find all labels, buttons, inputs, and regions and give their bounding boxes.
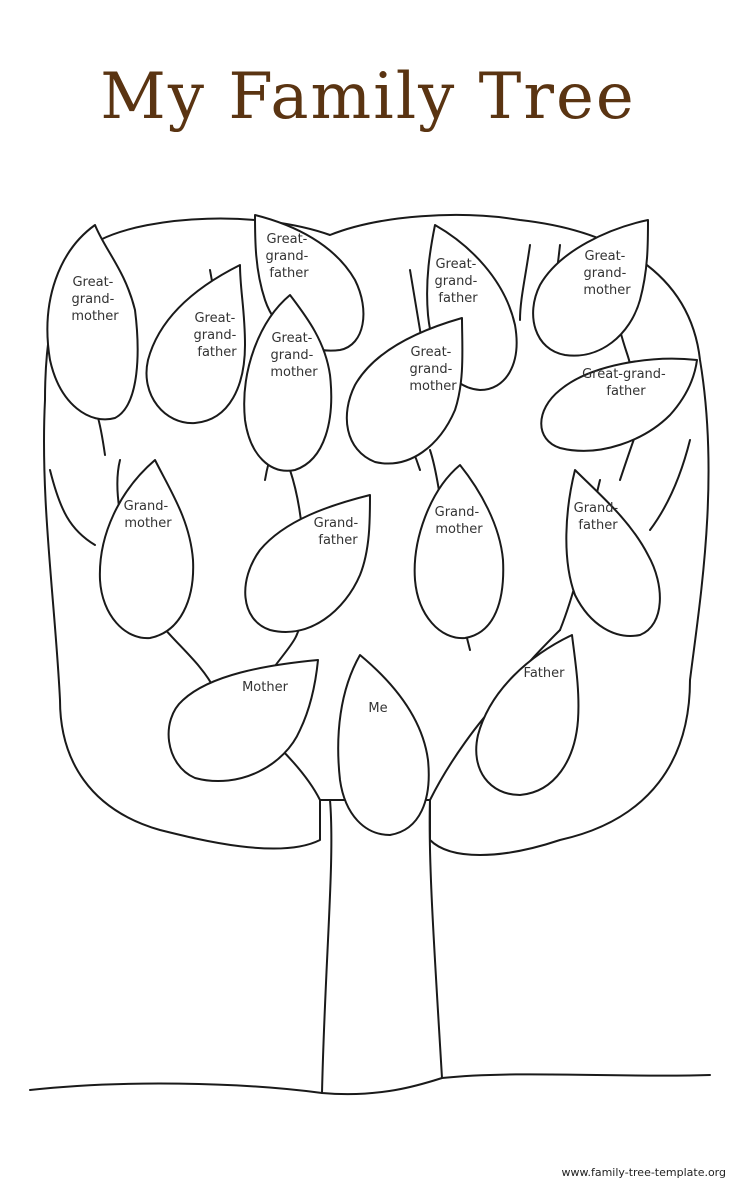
leaf-great-grandmother[interactable]: Great- grand- mother xyxy=(532,219,649,357)
leaf-great-grandmother[interactable]: Great- grand- mother xyxy=(345,317,464,465)
tree-trunk xyxy=(321,799,443,1094)
svg-text:Great- grand-: Great- grand- mother xyxy=(583,249,631,298)
svg-text:Grand- father: Grand- father xyxy=(314,516,363,548)
svg-text:Great- grand-: Great- grand- father xyxy=(266,232,313,281)
leaf-grandmother[interactable]: Grand- mother xyxy=(413,464,505,640)
svg-text:Grand- mother: Grand- mother xyxy=(435,505,484,537)
footer-website: www.family-tree-template.org xyxy=(562,1166,727,1179)
svg-text:Great- grand-: Great- grand- father xyxy=(435,257,482,306)
leaf-grandfather[interactable]: Grand- father xyxy=(244,494,371,633)
leaf-great-grandmother[interactable]: Great- grand- mother xyxy=(46,224,139,421)
svg-text:Great- grand-: Great- grand- mother xyxy=(71,275,119,324)
svg-text:Great- grand-: Great- grand- mother xyxy=(270,331,318,380)
leaf-great-grandfather[interactable]: Great- grand- father xyxy=(145,264,246,425)
svg-text:Grand- mother: Grand- mother xyxy=(124,499,173,531)
svg-text:Mother: Mother xyxy=(242,680,289,695)
svg-text:Father: Father xyxy=(524,666,566,681)
leaves: Great- grand- mother Great- grand- fathe… xyxy=(46,214,698,836)
svg-text:Grand- father: Grand- father xyxy=(574,501,623,533)
leaf-father[interactable]: Father xyxy=(475,634,580,796)
leaf-great-grandfather[interactable]: Great-grand- father xyxy=(540,357,698,452)
leaf-grandmother[interactable]: Grand- mother xyxy=(98,459,195,640)
svg-text:Me: Me xyxy=(368,701,387,716)
ground-line xyxy=(29,1073,711,1096)
page-title: My Family Tree xyxy=(100,60,635,134)
svg-text:Great- grand-: Great- grand- father xyxy=(194,311,241,360)
tree-canopy xyxy=(43,214,710,856)
leaf-mother[interactable]: Mother xyxy=(167,659,319,783)
svg-text:Great- grand-: Great- grand- mother xyxy=(409,345,457,394)
svg-text:Great-grand- father: Great-grand- father xyxy=(582,367,670,399)
leaf-me[interactable]: Me xyxy=(337,654,430,836)
leaf-great-grandmother[interactable]: Great- grand- mother xyxy=(243,294,333,472)
leaf-grandfather[interactable]: Grand- father xyxy=(565,469,661,637)
